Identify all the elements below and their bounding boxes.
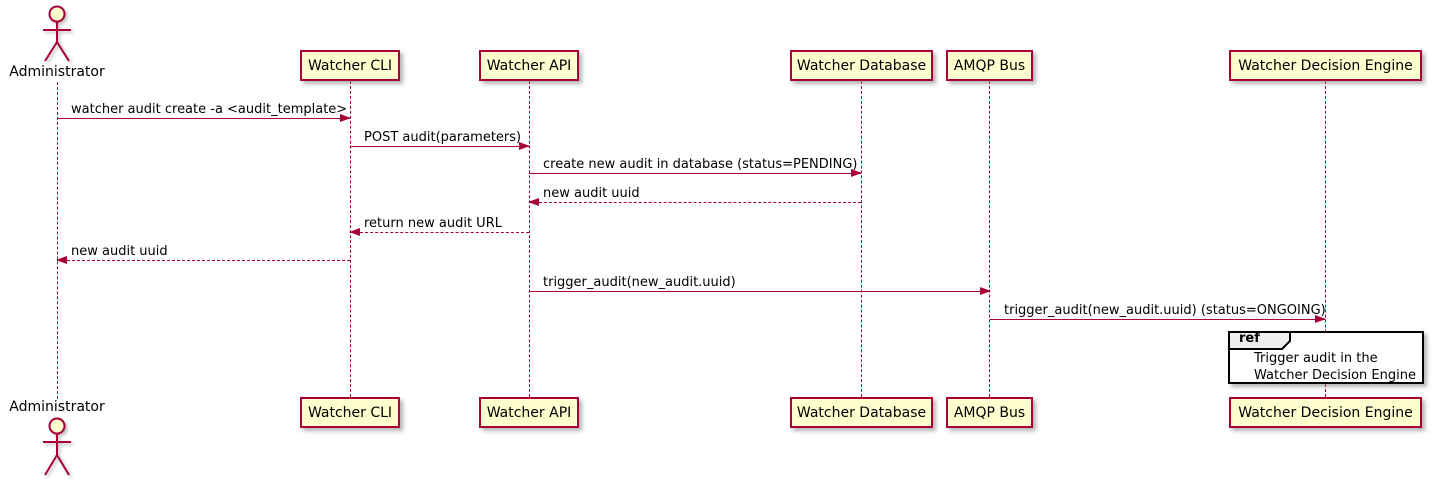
message-line (350, 146, 529, 147)
arrowhead-left-icon (56, 256, 67, 264)
arrowhead-left-icon (349, 228, 360, 236)
message-line (350, 232, 529, 233)
ref-text-line-1: Trigger audit in the (1254, 351, 1378, 366)
participant-watcher-api-bottom: Watcher API (479, 397, 579, 428)
lifeline-amqp-bus (989, 81, 990, 397)
lifeline-watcher-decision-engine (1325, 81, 1326, 397)
arrowhead-right-icon (1315, 315, 1326, 323)
ref-keyword: ref (1239, 331, 1260, 346)
participant-amqp-bus-bottom: AMQP Bus (946, 397, 1033, 428)
message-line (990, 319, 1325, 320)
arrowhead-right-icon (980, 287, 991, 295)
message-label: watcher audit create -a <audit_template> (71, 102, 348, 117)
message-label: POST audit(parameters) (364, 130, 522, 145)
message-label: trigger_audit(new_audit.uuid) (status=ON… (1004, 303, 1326, 318)
ref-tab: ref (1228, 331, 1292, 350)
participant-amqp-bus-top: AMQP Bus (946, 50, 1033, 81)
participant-watcher-database-bottom: Watcher Database (790, 397, 933, 428)
ref-fragment: ref Trigger audit in the Watcher Decisio… (1228, 331, 1424, 384)
lifeline-watcher-cli (350, 81, 351, 397)
message-line (529, 291, 990, 292)
message-label: create new audit in database (status=PEN… (543, 157, 858, 172)
lifeline-watcher-database (861, 81, 862, 397)
participant-watcher-cli-top: Watcher CLI (300, 50, 400, 81)
arrowhead-right-icon (340, 114, 351, 122)
lifeline-watcher-api (529, 81, 530, 397)
participant-watcher-decision-engine-top: Watcher Decision Engine (1229, 50, 1422, 81)
ref-text-line-2: Watcher Decision Engine (1254, 368, 1416, 383)
actor-administrator-top-icon (43, 5, 71, 62)
participant-watcher-decision-engine-bottom: Watcher Decision Engine (1229, 397, 1422, 428)
participant-watcher-api-top: Watcher API (479, 50, 579, 81)
message-line (529, 173, 861, 174)
message-label: new audit uuid (71, 244, 168, 259)
actor-administrator-bottom-label: Administrator (9, 399, 105, 415)
message-line (57, 118, 350, 119)
message-label: new audit uuid (543, 186, 640, 201)
arrowhead-right-icon (851, 169, 862, 177)
arrowhead-right-icon (519, 142, 530, 150)
message-line (529, 202, 861, 203)
participant-watcher-database-top: Watcher Database (790, 50, 933, 81)
message-label: trigger_audit(new_audit.uuid) (543, 275, 736, 290)
message-label: return new audit URL (364, 216, 502, 231)
message-line (57, 260, 350, 261)
arrowhead-left-icon (528, 198, 539, 206)
participant-watcher-cli-bottom: Watcher CLI (300, 397, 400, 428)
actor-administrator-bottom-icon (43, 417, 71, 476)
lifeline-administrator (57, 82, 58, 399)
actor-administrator-top-label: Administrator (9, 64, 105, 80)
